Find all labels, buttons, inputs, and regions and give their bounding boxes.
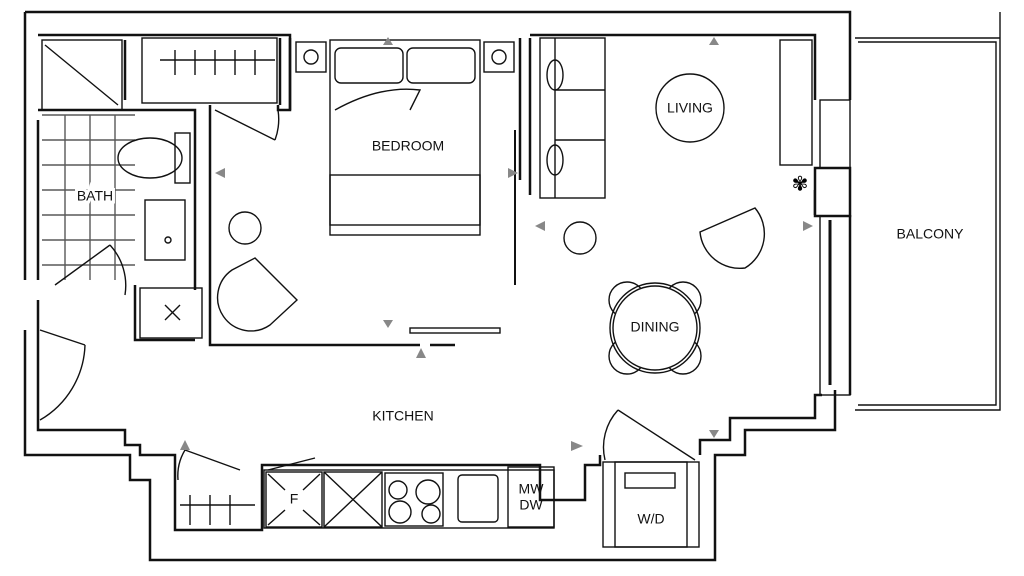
exterior-wall-outer <box>23 10 852 562</box>
side-table <box>228 211 262 245</box>
toilet-tank <box>174 132 191 184</box>
armchair-living <box>699 207 766 270</box>
blanket-fold <box>334 88 422 111</box>
label-washer-dryer: W/D <box>637 511 664 527</box>
pillow <box>406 47 476 84</box>
room-label-living: LIVING <box>667 100 713 116</box>
nightstand <box>295 41 327 73</box>
cooktop <box>384 472 444 527</box>
kitchen-closet <box>180 495 255 525</box>
nightstand <box>483 41 515 73</box>
armchair <box>216 257 299 332</box>
entry-door <box>39 329 86 421</box>
tv-console <box>779 39 813 166</box>
interior-wall-bedroom <box>208 38 532 347</box>
closet-door <box>214 109 280 141</box>
balcony-outline <box>855 12 1001 411</box>
microwave-dishwasher <box>507 466 555 528</box>
living-marker <box>655 73 725 143</box>
faucet-icon <box>164 236 172 244</box>
room-label-bedroom: BEDROOM <box>372 138 444 154</box>
shower-drain <box>44 44 119 106</box>
bed-footer <box>329 174 481 226</box>
sofa <box>539 37 606 199</box>
bed <box>329 39 481 236</box>
direction-arrows <box>180 37 813 451</box>
dining-table <box>609 282 701 374</box>
sliding-door-kitchen <box>409 327 501 334</box>
toilet <box>117 137 183 179</box>
room-label-bath: BATH <box>77 188 113 204</box>
column <box>813 166 852 218</box>
kitchen-closet-door <box>177 449 241 481</box>
sink <box>144 199 186 261</box>
pantry <box>323 471 383 528</box>
laundry-closet <box>602 461 700 548</box>
label-dishwasher: DW <box>519 497 543 513</box>
closet <box>141 37 278 104</box>
room-label-balcony: BALCONY <box>897 226 965 242</box>
pillow <box>334 47 404 84</box>
laundry-door <box>602 409 696 461</box>
label-fridge: F <box>290 491 299 507</box>
label-microwave: MW <box>519 481 545 497</box>
shower <box>41 39 123 111</box>
bath-door <box>54 244 127 296</box>
balcony-railing <box>858 41 997 406</box>
coffee-table <box>563 221 597 255</box>
window-right <box>819 99 851 396</box>
kitchen-sink <box>457 474 499 523</box>
room-label-kitchen: KITCHEN <box>372 408 433 424</box>
fridge-door <box>267 457 316 471</box>
bath-wall <box>36 40 197 342</box>
fridge <box>265 471 323 528</box>
plant-icon: ✾ <box>792 174 809 196</box>
bath-tiles <box>42 114 135 280</box>
linen-closet <box>139 287 203 339</box>
room-label-dining: DINING <box>631 319 680 335</box>
